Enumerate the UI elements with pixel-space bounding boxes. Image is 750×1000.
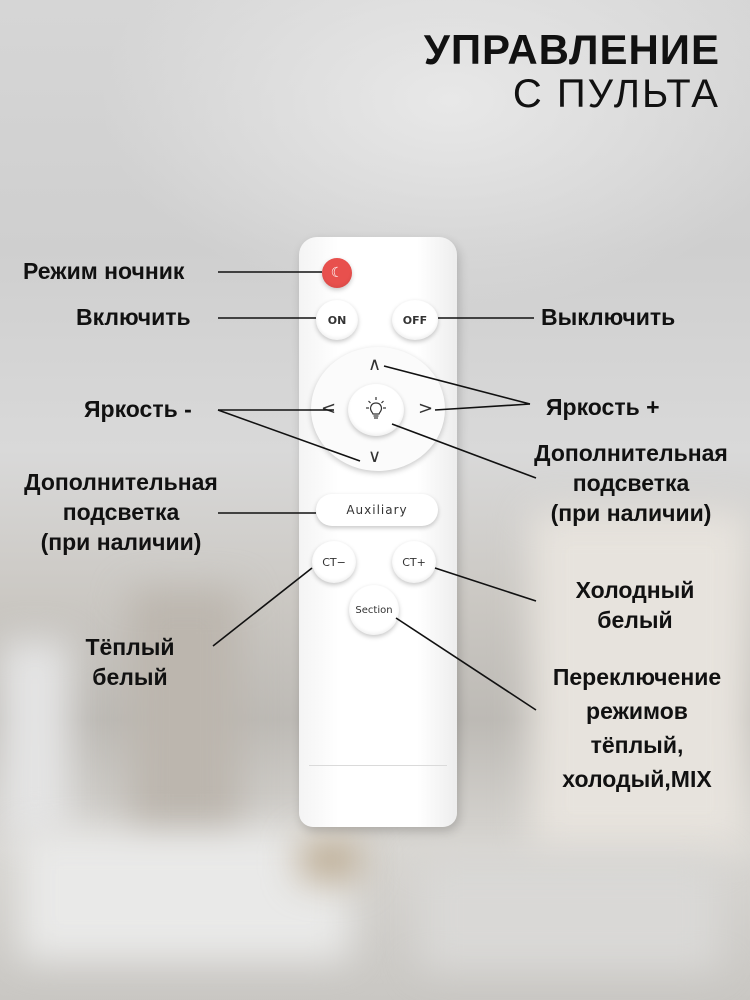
- background-blur-shape: [20, 830, 350, 960]
- background-blur-shape: [300, 840, 360, 880]
- page-title: УПРАВЛЕНИЕ С ПУЛЬТА: [423, 26, 720, 117]
- off-button[interactable]: OFF: [392, 300, 438, 340]
- callout-line-bright-down-bottom: [217, 409, 361, 462]
- title-line-1: УПРАВЛЕНИЕ: [423, 26, 720, 73]
- light-toggle-button[interactable]: [348, 384, 404, 436]
- label-line: Переключение: [552, 664, 722, 690]
- label-mode-switch: Переключение режимов тёплый, холодый,MIX: [530, 660, 744, 796]
- label-turn-off: Выключить: [541, 304, 676, 330]
- label-line: Дополнительная: [534, 440, 728, 466]
- remote-battery-seam: [309, 765, 447, 766]
- section-button[interactable]: Section: [349, 585, 399, 635]
- label-line: (при наличии): [550, 500, 712, 526]
- label-night-mode: Режим ночник: [23, 258, 185, 284]
- brightness-up-arrow-right[interactable]: >: [418, 398, 434, 419]
- brightness-up-arrow-top[interactable]: ∧: [368, 354, 382, 375]
- brightness-down-arrow-bottom[interactable]: ∨: [368, 446, 382, 467]
- title-line-2: С ПУЛЬТА: [512, 72, 720, 116]
- callout-line-warm: [212, 567, 313, 647]
- background-blur-shape: [0, 640, 70, 840]
- label-cold-white: Холодный белый: [560, 575, 710, 635]
- callout-line-bright-up-top: [383, 365, 531, 405]
- brightness-down-arrow-left[interactable]: <: [321, 398, 337, 419]
- label-line: Дополнительная: [24, 469, 218, 495]
- label-line: белый: [92, 664, 168, 690]
- label-line: белый: [597, 607, 673, 633]
- label-line: холодый,MIX: [562, 766, 712, 792]
- label-line: режимов: [586, 698, 688, 724]
- label-line: подсветка: [572, 470, 690, 496]
- callout-line-mode: [395, 617, 537, 711]
- label-extra-light-right: Дополнительная подсветка (при наличии): [520, 438, 742, 528]
- label-brightness-up: Яркость +: [546, 394, 660, 420]
- callout-line-bright-up-right: [434, 403, 531, 411]
- ct-minus-button[interactable]: CT−: [312, 541, 356, 583]
- moon-icon: ☾: [330, 265, 344, 281]
- on-button[interactable]: ON: [316, 300, 358, 340]
- label-turn-on: Включить: [76, 304, 191, 330]
- background-blur-shape: [130, 590, 240, 850]
- night-mode-button[interactable]: ☾: [322, 258, 352, 288]
- label-line: Холодный: [575, 577, 695, 603]
- label-warm-white: Тёплый белый: [70, 632, 190, 692]
- ct-plus-button[interactable]: CT+: [392, 541, 436, 583]
- label-brightness-down: Яркость -: [84, 396, 192, 422]
- callout-line-cold: [434, 567, 537, 602]
- label-line: Тёплый: [85, 634, 175, 660]
- label-extra-light-left: Дополнительная подсветка (при наличии): [8, 467, 234, 557]
- callout-line-extra-right: [391, 423, 537, 479]
- lightbulb-icon: [366, 397, 386, 419]
- label-line: тёплый,: [590, 732, 684, 758]
- label-line: подсветка: [62, 499, 180, 525]
- auxiliary-button[interactable]: Auxiliary: [316, 494, 438, 526]
- background-blur-shape: [530, 510, 750, 850]
- background-blur-shape: [420, 860, 720, 970]
- label-line: (при наличии): [40, 529, 202, 555]
